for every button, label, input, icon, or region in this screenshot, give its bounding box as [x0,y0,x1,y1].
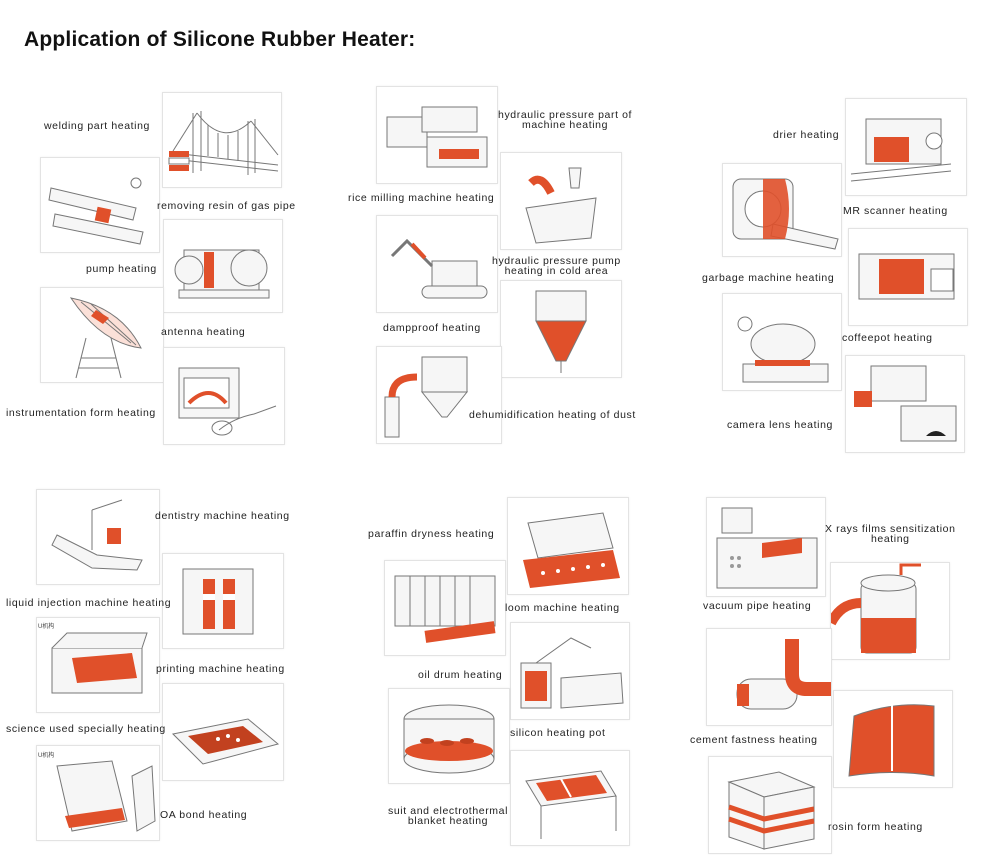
silicon-pot-illustration [388,688,510,784]
xray-illustration [706,497,826,597]
rosin-form-illustration [708,756,832,854]
label-printing: printing machine heating [156,663,285,675]
oa-bond-illustration [36,745,160,841]
hydraulic-part-illustration [376,86,498,184]
mr-scanner-illustration [722,163,842,257]
excavator-illustration [376,215,498,313]
antenna-illustration [40,287,164,383]
label-dehumid: dehumidification heating of dust [469,409,636,421]
label-suit: suit and electrothermal blanket heating [388,805,509,827]
label-welding: welding part heating [44,120,150,132]
label-oa: OA bond heating [160,809,248,821]
label-cement: cement fastness heating [690,734,818,746]
label-hydraulic-pump: hydraulic pressure pump heating in cold … [492,255,621,277]
label-dampproof: dampproof heating [383,322,481,334]
science-heater-illustration [162,683,284,781]
label-loom: loom machine heating [505,602,620,614]
pump-illustration [163,219,283,313]
label-dentistry: dentistry machine heating [155,510,290,522]
label-silicon-pot: silicon heating pot [510,727,606,739]
label-instrument: instrumentation form heating [6,407,156,419]
coffeepot-illustration [722,293,842,391]
bridge-illustration [162,92,282,188]
label-mr: MR scanner heating [843,205,948,217]
rosin-panel-illustration [833,690,953,788]
label-antenna: antenna heating [161,326,246,338]
printer-mark: U机构 [38,624,55,630]
camera-lens-illustration [845,355,965,453]
blanket-illustration [510,750,630,846]
label-science: science used specially heating [6,723,166,735]
dentistry-chair-illustration [36,489,160,585]
label-coffee: coffeepot heating [842,332,933,344]
gas-pipe-illustration [40,157,160,253]
label-vacuum: vacuum pipe heating [703,600,812,612]
label-camera: camera lens heating [727,419,833,431]
label-xray: X rays films sensitization heating [825,523,956,545]
silo-illustration [500,280,622,378]
label-hydraulic-part: hydraulic pressure part of machine heati… [498,109,633,131]
oa-mark: U机构 [38,753,55,759]
printing-machine-illustration [36,617,160,713]
cement-illustration [706,628,832,726]
dust-collector-illustration [376,346,502,444]
label-pump: pump heating [86,263,157,275]
garbage-machine-illustration [848,228,968,326]
oil-drum-illustration [510,622,630,720]
label-paraffin: paraffin dryness heating [368,528,495,540]
vacuum-tower-illustration [830,562,950,660]
label-garbage: garbage machine heating [702,272,835,284]
label-resin: removing resin of gas pipe [157,200,296,212]
drier-illustration [845,98,967,196]
label-liquid: liquid injection machine heating [6,597,172,609]
label-rice: rice milling machine heating [348,192,495,204]
label-oil: oil drum heating [418,669,503,681]
instrument-illustration [163,347,285,445]
loom-illustration [384,560,506,656]
label-rosin: rosin form heating [828,821,923,833]
rice-mill-illustration [500,152,622,250]
page-title: Application of Silicone Rubber Heater: [24,28,416,51]
paraffin-illustration [507,497,629,595]
label-drier: drier heating [773,129,840,141]
liquid-injection-illustration [162,553,284,649]
